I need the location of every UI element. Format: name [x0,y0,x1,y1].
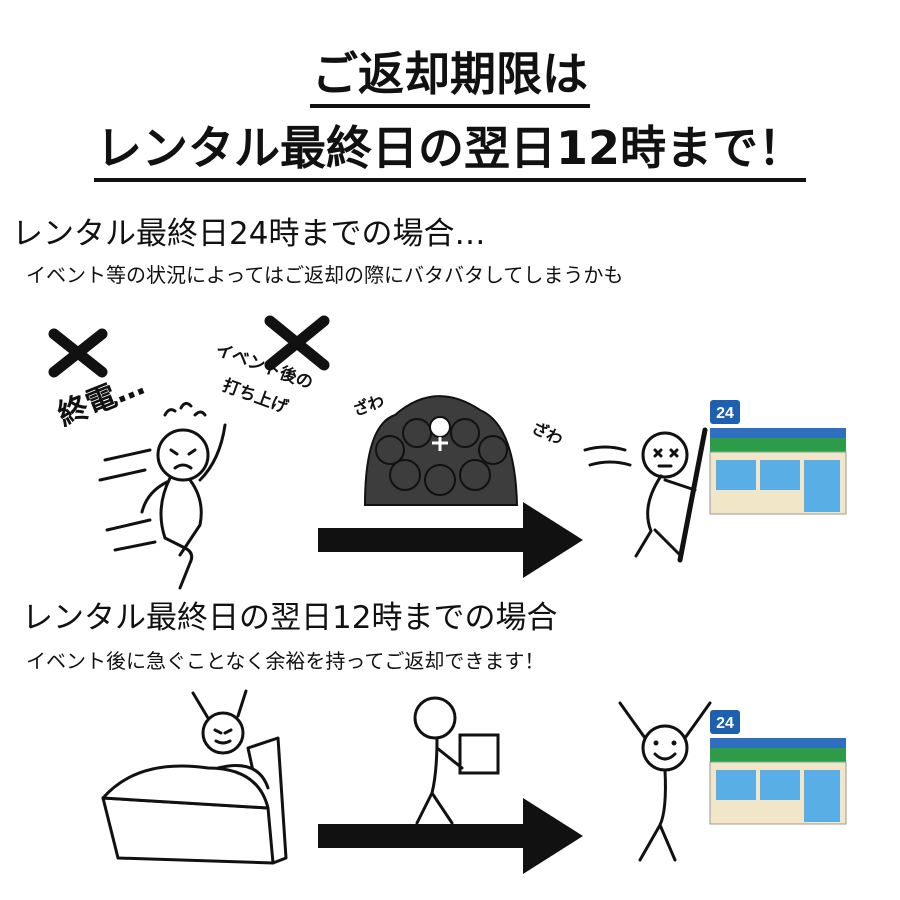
exhausted-person-illustration [583,427,708,563]
crowd-sfx-right: ざわ [528,417,566,449]
convenience-store-illustration: 24 [709,400,847,515]
crowd-illustration [363,395,519,506]
scenario-good-subtext: イベント後に急ぐことなく余裕を持ってご返却できます！ [26,649,545,673]
arrow-right-icon-2 [318,798,583,874]
cross-icon-after-party [264,315,330,371]
convenience-store-illustration-2: 24 [709,710,847,825]
cross-icon-last-train [48,328,108,378]
scenario-good-heading: レンタル最終日の翌日12時までの場合 [22,600,558,636]
person-carrying-box-illustration [413,696,500,825]
waking-person-bed-illustration [101,689,288,865]
happy-person-illustration [618,701,712,862]
scenario-bad-heading: レンタル最終日24時までの場合… [12,216,486,252]
store-sign-label-2: 24 [716,715,734,732]
title-line-2: レンタル最終日の翌日12時まで！ [0,120,900,182]
arrow-right-icon [318,502,583,578]
scenario-bad-subtext: イベント等の状況によってはご返却の際にバタバタしてしまうかも [26,263,624,287]
running-person-illustration [98,401,227,590]
store-sign-label: 24 [716,405,734,422]
title-line-1: ご返却期限は [0,46,900,108]
